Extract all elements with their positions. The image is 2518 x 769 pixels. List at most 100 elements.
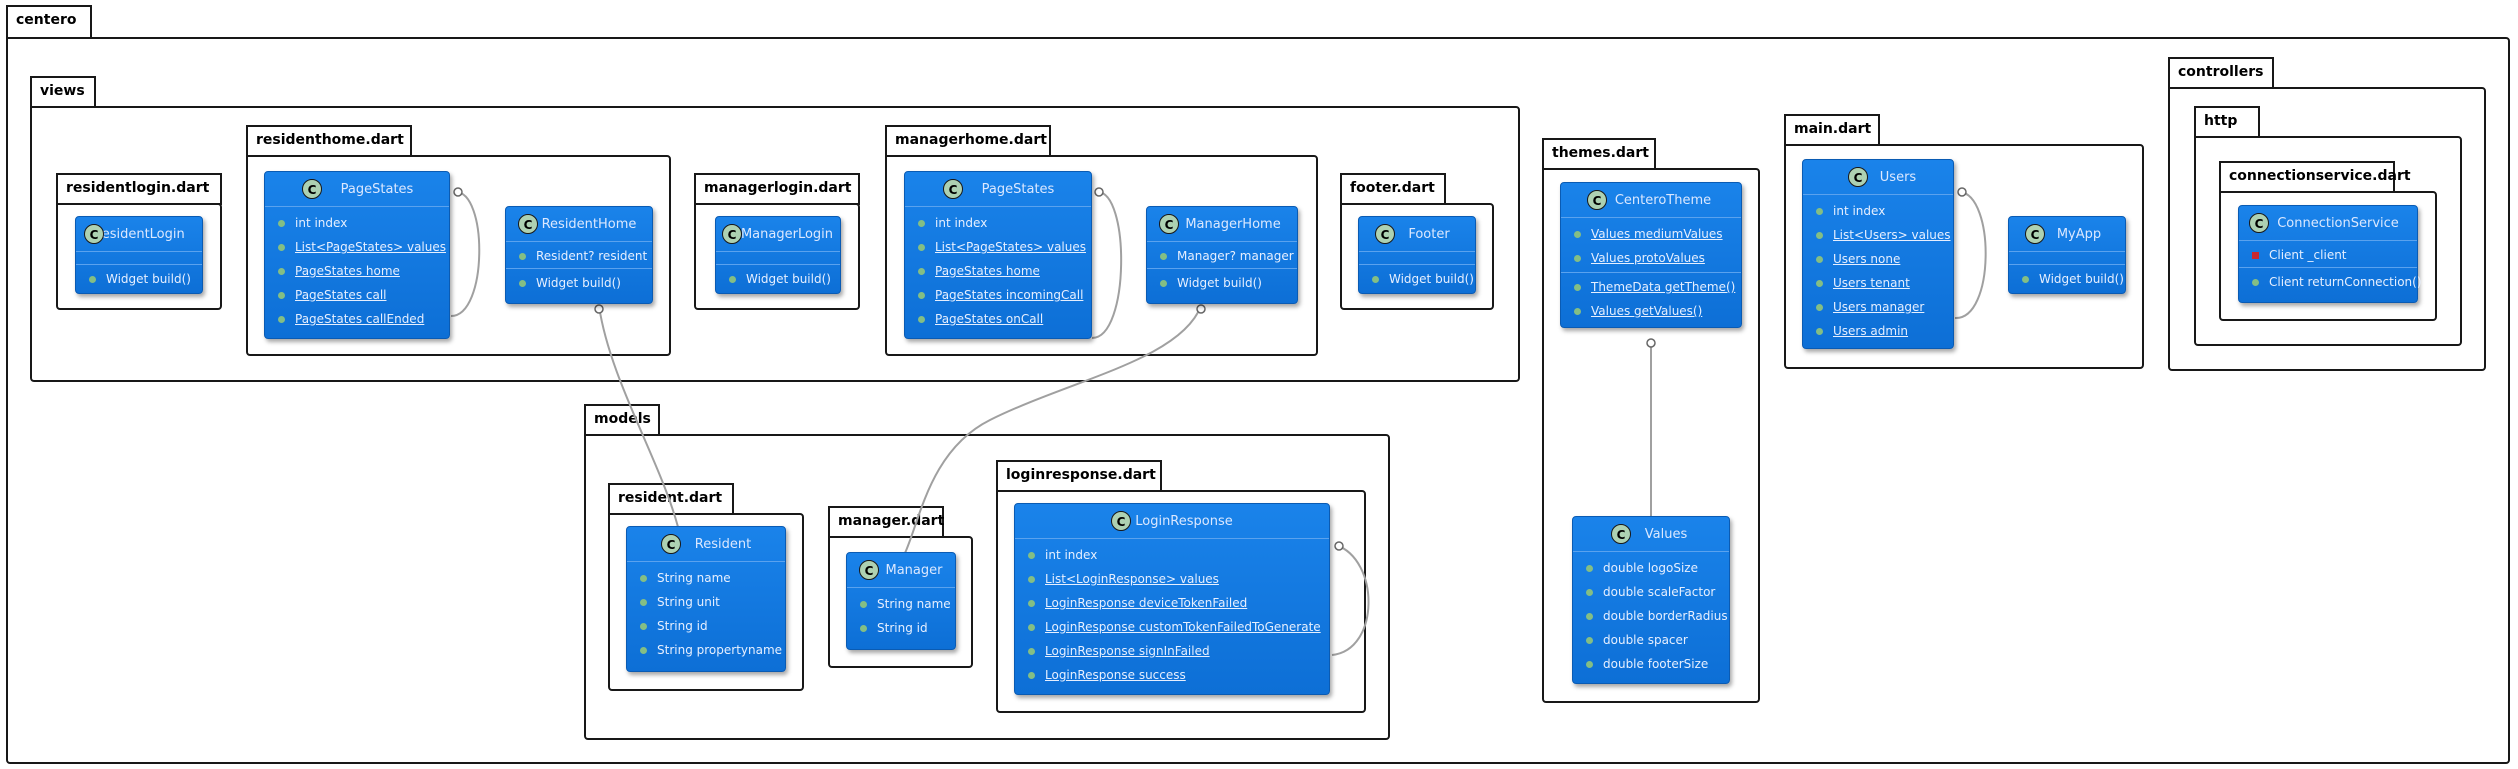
field: double logoSize xyxy=(1573,556,1729,580)
class-badge-icon: C xyxy=(943,179,963,199)
field: PageStates onCall xyxy=(905,307,1091,331)
method: Widget build() xyxy=(76,267,202,291)
class-managerhome[interactable]: C ManagerHome Manager? manager Widget bu… xyxy=(1146,206,1298,304)
field: PageStates call xyxy=(265,283,449,307)
class-managerhome-pagestates[interactable]: C PageStates int index List<PageStates> … xyxy=(904,171,1092,339)
self-link-loginresponse xyxy=(1331,544,1370,656)
field: Values mediumValues xyxy=(1561,222,1741,246)
class-footer[interactable]: C Footer Widget build() xyxy=(1358,216,1476,294)
field: List<PageStates> values xyxy=(265,235,449,259)
class-badge-icon: C xyxy=(1587,190,1607,210)
method: Values getValues() xyxy=(1561,299,1741,323)
field: double scaleFactor xyxy=(1573,580,1729,604)
class-centerotheme[interactable]: C CenteroTheme Values mediumValues Value… xyxy=(1560,182,1742,328)
class-badge-icon: C xyxy=(1111,511,1131,531)
package-tab-loginresponse: loginresponse.dart xyxy=(996,460,1162,492)
package-tab-themes: themes.dart xyxy=(1542,138,1656,170)
class-badge-icon: C xyxy=(1848,167,1868,187)
class-badge-icon: C xyxy=(859,560,879,580)
class-badge-icon: C xyxy=(661,534,681,554)
field: double borderRadius xyxy=(1573,604,1729,628)
class-myapp[interactable]: C MyApp Widget build() xyxy=(2008,216,2126,294)
field: PageStates incomingCall xyxy=(905,283,1091,307)
field: Users none xyxy=(1803,247,1953,271)
class-name: ResidentHome xyxy=(541,216,637,232)
class-residentlogin[interactable]: C ResidentLogin Widget build() xyxy=(75,216,203,294)
package-tab-views: views xyxy=(30,76,96,108)
class-badge-icon: C xyxy=(84,224,104,244)
class-name: ConnectionService xyxy=(2277,215,2399,231)
class-managerlogin[interactable]: C ManagerLogin Widget build() xyxy=(715,216,841,294)
package-tab-controllers: controllers xyxy=(2168,57,2274,89)
self-link-rh-pagestates xyxy=(450,190,481,317)
class-name: PageStates xyxy=(981,181,1055,197)
class-resident[interactable]: C Resident String name String unit Strin… xyxy=(626,526,786,672)
package-tab-connectionservice: connectionservice.dart xyxy=(2219,161,2411,193)
class-name: Users xyxy=(1879,169,1917,185)
class-badge-icon: C xyxy=(2025,224,2045,244)
class-residenthome-pagestates[interactable]: C PageStates int index List<PageStates> … xyxy=(264,171,450,339)
class-badge-icon: C xyxy=(1611,524,1631,544)
field: List<PageStates> values xyxy=(905,235,1091,259)
method: Widget build() xyxy=(2009,267,2125,291)
self-link-mh-pagestates xyxy=(1091,190,1123,339)
class-badge-icon: C xyxy=(1375,224,1395,244)
link-residenthome-resident xyxy=(598,305,679,528)
method: Client returnConnection() xyxy=(2239,270,2422,294)
field: Values protoValues xyxy=(1561,246,1741,270)
class-values[interactable]: C Values double logoSize double scaleFac… xyxy=(1572,516,1730,684)
class-name: LoginResponse xyxy=(1135,513,1233,529)
class-badge-icon: C xyxy=(518,214,538,234)
field: int index xyxy=(265,211,449,235)
field: Users admin xyxy=(1803,319,1953,343)
field: Resident? resident xyxy=(506,244,652,268)
class-name: MyApp xyxy=(2056,226,2102,242)
link-managerhome-manager xyxy=(904,305,1202,554)
class-name: ResidentLogin xyxy=(93,226,185,242)
package-tab-centero: centero xyxy=(6,5,92,39)
aggregation-end-loginresponse xyxy=(1334,541,1344,551)
method: Widget build() xyxy=(1147,271,1297,295)
class-residenthome[interactable]: C ResidentHome Resident? resident Widget… xyxy=(505,206,653,304)
field: LoginResponse signInFailed xyxy=(1015,639,1329,663)
field: List<Users> values xyxy=(1803,223,1953,247)
field: String name xyxy=(627,566,785,590)
class-manager[interactable]: C Manager String name String id xyxy=(846,552,956,650)
field: List<LoginResponse> values xyxy=(1015,567,1329,591)
field: PageStates home xyxy=(905,259,1091,283)
class-name: Values xyxy=(1644,526,1688,542)
class-name: PageStates xyxy=(340,181,414,197)
class-badge-icon: C xyxy=(1159,214,1179,234)
aggregation-end-users xyxy=(1957,187,1967,197)
field: PageStates callEnded xyxy=(265,307,449,331)
method: Widget build() xyxy=(716,267,840,291)
field: String id xyxy=(847,616,955,640)
field: double spacer xyxy=(1573,628,1729,652)
field: String id xyxy=(627,614,785,638)
class-name: Footer xyxy=(1408,226,1450,242)
field: LoginResponse success xyxy=(1015,663,1329,687)
class-name: CenteroTheme xyxy=(1614,192,1712,208)
class-badge-icon: C xyxy=(2249,213,2269,233)
method: Widget build() xyxy=(506,271,652,295)
package-tab-footer: footer.dart xyxy=(1340,173,1446,205)
field: Users tenant xyxy=(1803,271,1953,295)
field: Users manager xyxy=(1803,295,1953,319)
field: int index xyxy=(1015,543,1329,567)
field: int index xyxy=(905,211,1091,235)
field: Client _client xyxy=(2239,243,2417,267)
method: Widget build() xyxy=(1359,267,1475,291)
class-users[interactable]: C Users int index List<Users> values Use… xyxy=(1802,159,1954,349)
class-name: Resident xyxy=(694,536,752,552)
class-badge-icon: C xyxy=(722,224,742,244)
field: PageStates home xyxy=(265,259,449,283)
aggregation-end-residenthome xyxy=(594,304,604,314)
field: int index xyxy=(1803,199,1953,223)
class-loginresponse[interactable]: C LoginResponse int index List<LoginResp… xyxy=(1014,503,1330,695)
aggregation-end-managerhome xyxy=(1196,304,1206,314)
class-connectionservice[interactable]: C ConnectionService Client _client Clien… xyxy=(2238,205,2422,303)
field: LoginResponse deviceTokenFailed xyxy=(1015,591,1329,615)
method: ThemeData getTheme() xyxy=(1561,275,1741,299)
